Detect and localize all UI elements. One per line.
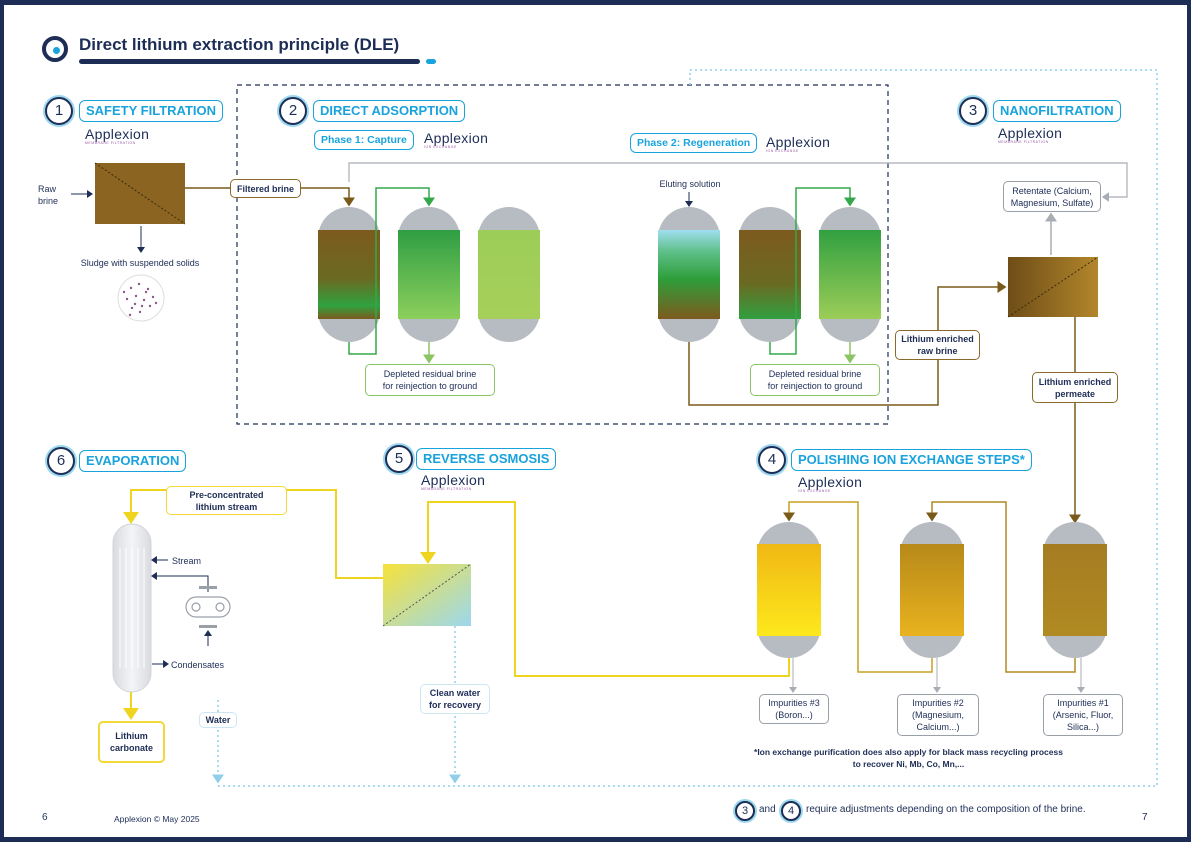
water-label: Water (199, 712, 237, 728)
evaporator-column (112, 523, 152, 693)
safety-filter (95, 163, 185, 224)
ix-transfer-1to2 (926, 501, 1076, 673)
capture-transfer-1 (348, 187, 435, 355)
capture-column-1 (318, 207, 380, 342)
page-number-left: 6 (42, 812, 48, 823)
step-5-number: 5 (385, 445, 413, 473)
impurities-1-box: Impurities #1(Arsenic, Fluor,Silica...) (1043, 694, 1123, 736)
impurities-2-box: Impurities #2(Magnesium,Calcium...) (897, 694, 979, 736)
capture-column-2 (398, 207, 460, 342)
compressor-icon (185, 586, 231, 628)
step-4-label: POLISHING ION EXCHANGE STEPS* (791, 449, 1032, 471)
stream-label: Stream (172, 556, 202, 566)
recovery-loop-dotted (218, 69, 1158, 787)
regen-column-2 (739, 207, 801, 342)
frame-left (0, 0, 4, 842)
frame-right (1187, 0, 1191, 842)
step-4-number: 4 (758, 446, 786, 474)
title-underline-dot (426, 59, 436, 64)
step-5-label: REVERSE OSMOSIS (416, 448, 557, 470)
adsorption-zone-border (236, 84, 889, 425)
impurities-3-box: Impurities #3(Boron...) (759, 694, 829, 724)
step-3-label: NANOFILTRATION (993, 100, 1121, 122)
ion-exchange-footnote: *Ion exchange purification does also app… (754, 747, 1063, 769)
page-title: Direct lithium extraction principle (DLE… (79, 35, 400, 54)
retentate-box: Retentate (Calcium,Magnesium, Sulfate) (1003, 181, 1101, 212)
step-2-label: DIRECT ADSORPTION (313, 100, 466, 122)
frame-bottom (0, 837, 1191, 842)
step-1-label: SAFETY FILTRATION (79, 100, 223, 122)
regen-column-1 (658, 207, 720, 342)
li-raw-brine-line (688, 281, 1007, 406)
step-6-number: 6 (47, 447, 75, 475)
step-3-number: 3 (959, 97, 987, 125)
compressor-loop (151, 572, 209, 592)
note-and-text: and (759, 804, 776, 815)
filtered-brine-label: Filtered brine (230, 179, 301, 198)
page-number-right: 7 (1142, 812, 1148, 823)
copyright-text: Applexion © May 2025 (114, 814, 200, 824)
ix-column-2 (900, 522, 964, 658)
note-step-3-icon: 3 (735, 801, 755, 821)
condensates-label: Condensates (171, 660, 225, 670)
regen-transfer (769, 187, 856, 355)
step-2-number: 2 (279, 97, 307, 125)
note-step-4-icon: 4 (781, 801, 801, 821)
sludge-label: Sludge with suspended solids (80, 258, 200, 268)
phase-regeneration-label: Phase 2: Regeneration (630, 133, 758, 153)
title-underline (79, 59, 420, 64)
step-6-label: EVAPORATION (79, 450, 187, 472)
eluting-solution-label: Eluting solution (659, 179, 721, 189)
frame-top (0, 0, 1191, 5)
sludge-particles-icon (117, 274, 165, 322)
ix-transfer-2to3 (783, 501, 933, 673)
preconcentrated-line (123, 489, 383, 579)
recycle-line (348, 162, 1128, 202)
regen-column-3 (819, 207, 881, 342)
title-bullet-icon (42, 36, 68, 62)
nanofiltration-unit (1008, 257, 1098, 317)
ix-column-1 (1043, 522, 1107, 658)
capture-column-3 (478, 207, 540, 342)
step-1-number: 1 (45, 97, 73, 125)
note-text: require adjustments depending on the com… (806, 804, 1086, 815)
purified-to-ro-line (420, 501, 790, 677)
ix-column-3 (757, 522, 821, 658)
phase-capture-label: Phase 1: Capture (314, 130, 414, 150)
